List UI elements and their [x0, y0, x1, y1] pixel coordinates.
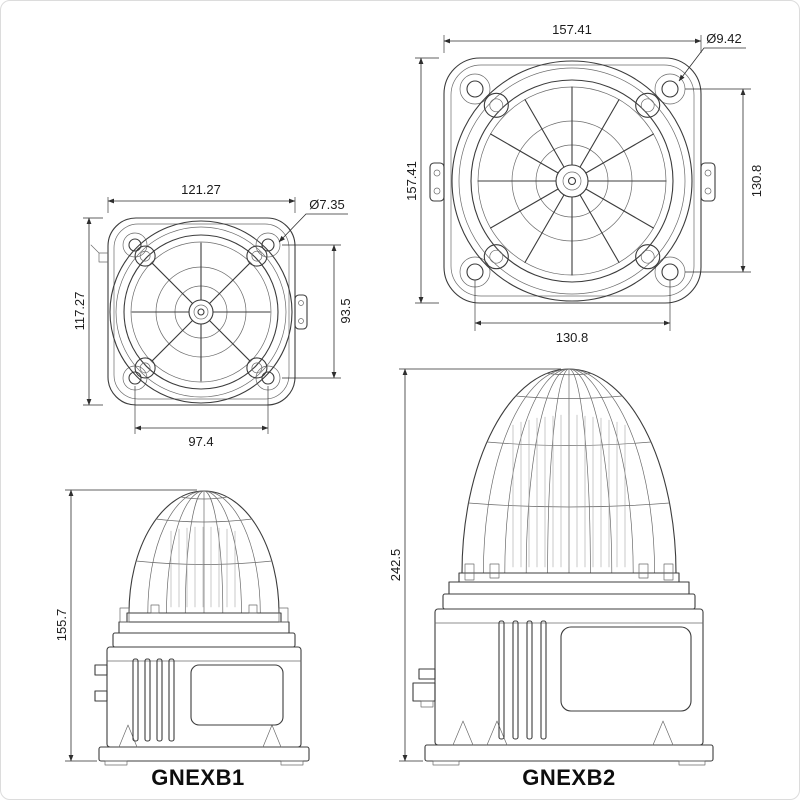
gnexb2-label: GNEXB2 [522, 765, 615, 790]
gnexb1-guard-spokes [131, 242, 271, 382]
gnexb1-hole-callout: Ø7.35 [278, 197, 348, 243]
gnexb1-side-lugs [94, 664, 108, 702]
gnexb2-nameplate [560, 626, 692, 712]
gnexb2-dim-overall-height: 157.41 [404, 57, 439, 304]
gnexb1-dim-hole-spacing-vertical: 93.5 [282, 244, 353, 379]
gnexb2-side-tabs [429, 162, 716, 202]
gnexb1-dim-overall-width: 121.27 [107, 182, 296, 213]
gnexb1-label: GNEXB1 [151, 765, 244, 790]
gnexb2-cable-gland [412, 668, 436, 708]
gnexb1-dome-cage [128, 490, 280, 614]
gnexb2-overall-width-value: 157.41 [552, 22, 592, 37]
gnexb2-hole-spacing-horizontal-value: 130.8 [556, 330, 589, 345]
gnexb1-hole-spacing-horizontal-value: 97.4 [188, 434, 213, 449]
gnexb1-front-view: 121.27 Ø7.35 117.27 93.5 97.4 [72, 182, 353, 449]
gnexb2-dim-height: 242.5 [388, 368, 561, 762]
gnexb2-cooling-fins [498, 620, 547, 740]
gnexb1-housing-body [98, 604, 310, 766]
gnexb1-clamp-bolts [134, 245, 268, 379]
gnexb2-side-view: 242.5 [388, 368, 714, 766]
gnexb2-dim-overall-width: 157.41 [443, 22, 702, 53]
gnexb2-side-height-value: 242.5 [388, 549, 403, 582]
gnexb1-hole-spacing-vertical-value: 93.5 [338, 298, 353, 323]
gnexb1-overall-height-value: 117.27 [72, 292, 87, 331]
gnexb1-dim-overall-height: 117.27 [72, 217, 103, 406]
gnexb2-guard-spokes [477, 86, 667, 276]
gnexb1-side-height-value: 155.7 [54, 609, 69, 642]
gnexb2-dim-hole-spacing-horizontal: 130.8 [474, 280, 671, 345]
gnexb2-dome-cage [461, 368, 677, 574]
gnexb1-dim-hole-spacing-horizontal: 97.4 [134, 386, 269, 449]
gnexb2-hole-callout: Ø9.42 [678, 31, 746, 82]
gnexb1-hole-diameter-value: Ø7.35 [309, 197, 344, 212]
gnexb1-side-view: 155.7 [54, 489, 310, 766]
gnexb2-hole-diameter-value: Ø9.42 [706, 31, 741, 46]
gnexb1-overall-width-value: 121.27 [181, 182, 221, 197]
gnexb2-hole-spacing-vertical-value: 130.8 [749, 165, 764, 198]
gnexb2-overall-height-value: 157.41 [404, 161, 419, 201]
gnexb1-side-tabs [294, 294, 308, 330]
gnexb1-dim-height: 155.7 [54, 489, 197, 762]
gnexb1-nameplate [190, 664, 284, 726]
gnexb2-housing-body [424, 563, 714, 766]
gnexb2-dim-hole-spacing-vertical: 130.8 [685, 88, 764, 273]
gnexb1-cooling-fins [132, 658, 175, 742]
gnexb2-front-view: 157.41 Ø9.42 157.41 130.8 130.8 [404, 22, 764, 345]
gnexb2-clamp-bolts [483, 92, 661, 270]
